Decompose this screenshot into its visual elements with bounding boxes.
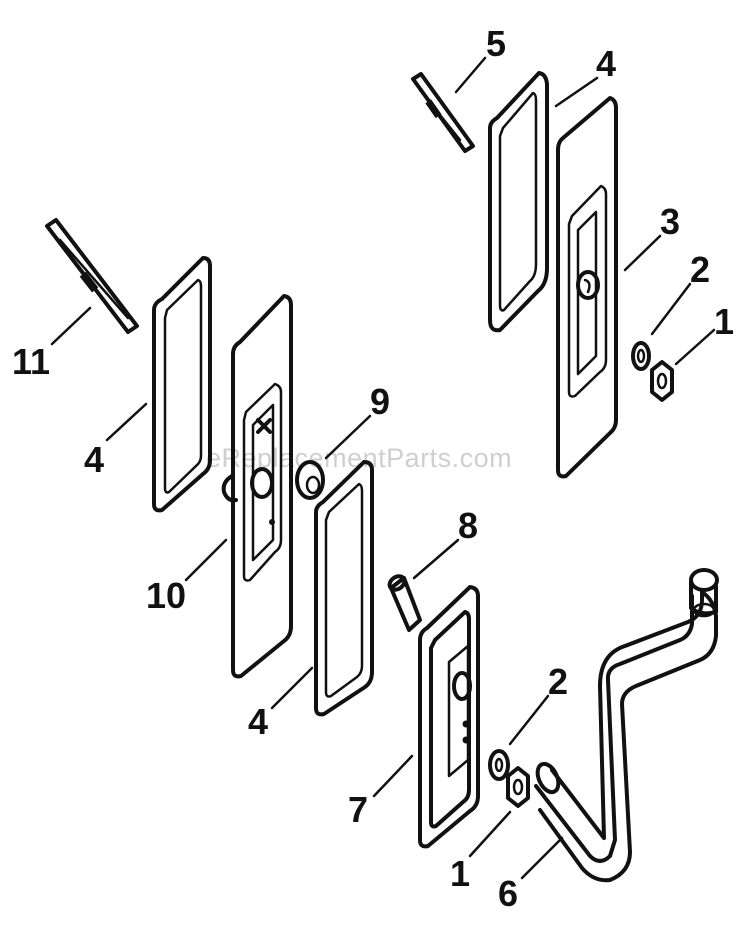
leader-5: [454, 56, 487, 94]
part-6-bent-tube: [534, 568, 719, 883]
callout-4-middle: 4: [248, 701, 268, 742]
callout-6: 6: [498, 873, 518, 914]
part-8-pipe-nipple: [387, 574, 422, 632]
callout-11: 11: [12, 341, 50, 382]
callout-8: 8: [458, 505, 478, 546]
part-4-gasket-top: [488, 71, 549, 333]
part-2-washer-top: [631, 341, 651, 371]
leader-6: [520, 836, 564, 880]
callout-5: 5: [486, 23, 506, 64]
part-11-stud: [45, 218, 139, 334]
callout-3: 3: [660, 201, 680, 242]
callout-1-bottom: 1: [450, 853, 470, 894]
part-1-nut-top: [650, 360, 674, 402]
part-1-nut-bottom: [506, 766, 530, 808]
part-7-outlet-cover: [418, 585, 480, 849]
callout-4-left: 4: [84, 439, 104, 480]
leader-1-top: [674, 328, 716, 366]
callout-4-top: 4: [596, 43, 616, 84]
callout-7: 7: [348, 789, 368, 830]
callout-2-top: 2: [690, 249, 710, 290]
leader-3: [623, 234, 662, 272]
leader-7: [372, 754, 414, 798]
leader-2-bottom: [508, 694, 550, 746]
part-2-washer-bottom: [488, 749, 510, 781]
part-4-gasket-middle: [314, 460, 374, 717]
callout-9: 9: [370, 381, 390, 422]
part-4-gasket-left: [152, 256, 212, 513]
leader-2-top: [650, 282, 692, 336]
leader-4-left: [105, 402, 148, 442]
leader-4-middle: [270, 666, 314, 710]
part-10-cover-plate: [221, 294, 293, 679]
callout-1-top: 1: [714, 301, 734, 342]
part-3-cover-plate: [556, 96, 618, 479]
leader-11: [50, 306, 92, 346]
leader-9: [324, 414, 372, 460]
part-5-stud: [411, 72, 475, 153]
callout-2-bottom: 2: [548, 661, 568, 702]
leader-1-bottom: [468, 810, 512, 858]
leader-10: [184, 538, 228, 582]
leader-4-top: [554, 76, 599, 108]
callout-10: 10: [146, 575, 186, 616]
leader-8: [412, 538, 460, 580]
part-9-plug: [295, 460, 325, 500]
